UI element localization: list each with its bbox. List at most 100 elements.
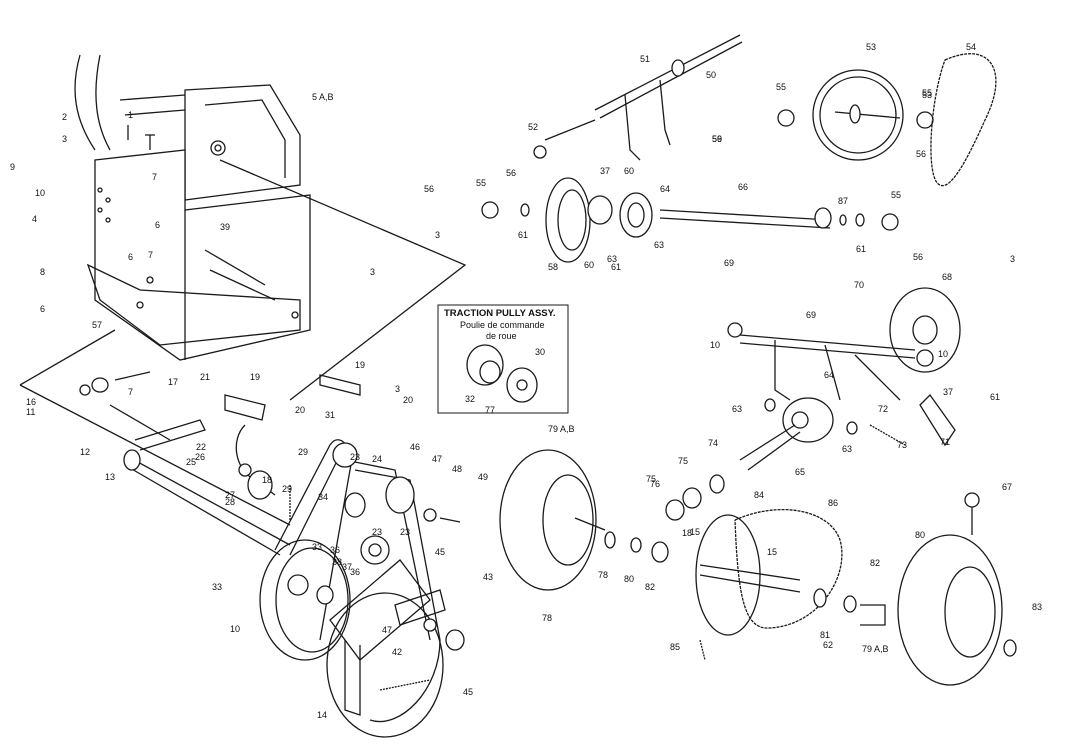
callout-6: 6	[155, 220, 160, 230]
callout-3: 3	[435, 230, 440, 240]
callout-23: 23	[372, 527, 382, 537]
callout-8: 8	[40, 267, 45, 277]
callout-29: 29	[298, 447, 308, 457]
callout-56: 56	[506, 168, 516, 178]
callout-16: 16	[26, 397, 36, 407]
callout-63: 63	[607, 254, 617, 264]
callout-18: 18	[262, 475, 272, 485]
callout-6: 6	[128, 252, 133, 262]
callout-62: 62	[823, 640, 833, 650]
callout-21: 21	[200, 372, 210, 382]
callout-10: 10	[35, 188, 45, 198]
callout-58: 58	[548, 262, 558, 272]
callout-70: 70	[854, 280, 864, 290]
lower-left-assembly	[79, 371, 361, 556]
callout-52: 52	[528, 122, 538, 132]
callout-1: 1	[128, 110, 133, 120]
callout-48: 48	[452, 464, 462, 474]
callout-23: 23	[350, 452, 360, 462]
callout-55: 55	[776, 82, 786, 92]
callout-73: 73	[897, 440, 907, 450]
callout-79ab: 79 A,B	[862, 644, 889, 654]
callout-19: 19	[250, 372, 260, 382]
callout-64: 64	[824, 370, 834, 380]
callout-20: 20	[403, 395, 413, 405]
callout-54: 54	[966, 42, 976, 52]
callout-20: 20	[295, 405, 305, 415]
callout-56: 56	[712, 134, 722, 144]
callout-56: 56	[424, 184, 434, 194]
callout-5ab: 5 A,B	[312, 92, 334, 102]
callout-61: 61	[518, 230, 528, 240]
callout-53: 53	[922, 90, 932, 100]
callout-51: 51	[640, 54, 650, 64]
callout-7: 7	[148, 250, 153, 260]
inset-subtitle-line1: Poulie de commande	[460, 320, 545, 330]
callout-59: 59	[712, 134, 722, 144]
callout-84: 84	[754, 490, 764, 500]
callout-13: 13	[105, 472, 115, 482]
callout-18: 18	[682, 528, 692, 538]
callout-80: 80	[624, 574, 634, 584]
callout-10: 10	[710, 340, 720, 350]
wheel-drive-assembly	[499, 449, 1017, 686]
callout-37: 37	[600, 166, 610, 176]
callout-71: 71	[940, 437, 950, 447]
callout-3: 3	[1010, 254, 1015, 264]
callout-69: 69	[806, 310, 816, 320]
callout-22: 22	[196, 442, 206, 452]
callout-76: 76	[650, 479, 660, 489]
callout-63: 63	[842, 444, 852, 454]
callout-55: 55	[922, 88, 932, 98]
callout-23: 23	[400, 527, 410, 537]
inset-callout-30: 30	[535, 347, 545, 357]
inset-title: TRACTION PULLY ASSY.	[444, 308, 556, 319]
callout-3: 3	[62, 134, 67, 144]
callout-31: 31	[325, 410, 335, 420]
inset-subtitle-line2: de roue	[486, 331, 517, 341]
callout-37: 37	[342, 562, 352, 572]
callout-39: 39	[220, 222, 230, 232]
callout-61: 61	[856, 244, 866, 254]
callout-11: 11	[26, 407, 35, 417]
callout-86: 86	[828, 498, 838, 508]
callout-37: 37	[943, 387, 953, 397]
callout-69: 69	[724, 258, 734, 268]
upper-shaft-assembly	[533, 34, 997, 187]
callout-7: 7	[152, 172, 157, 182]
callout-66: 66	[738, 182, 748, 192]
callout-47: 47	[382, 625, 392, 635]
callout-55: 55	[476, 178, 486, 188]
callout-38: 38	[332, 557, 342, 567]
callout-74: 74	[708, 438, 718, 448]
callout-10: 10	[938, 349, 948, 359]
callout-56: 56	[916, 149, 926, 159]
callout-12: 12	[80, 447, 90, 457]
callout-55: 55	[891, 190, 901, 200]
callout-29: 29	[282, 484, 292, 494]
callout-34: 34	[318, 492, 328, 502]
callout-33: 33	[212, 582, 222, 592]
callout-79ab: 79 A,B	[548, 424, 575, 434]
callout-56: 56	[913, 252, 923, 262]
callout-82: 82	[645, 582, 655, 592]
inset-callout-32: 32	[465, 394, 475, 404]
callout-85: 85	[670, 642, 680, 652]
callout-60: 60	[584, 260, 594, 270]
callout-15: 15	[767, 547, 777, 557]
callout-82: 82	[870, 558, 880, 568]
callout-3: 3	[395, 384, 400, 394]
callout-57: 57	[92, 320, 102, 330]
callout-63: 63	[732, 404, 742, 414]
callout-6: 6	[40, 304, 45, 314]
callout-26: 26	[195, 452, 205, 462]
callout-36: 36	[330, 545, 340, 555]
callout-80: 80	[915, 530, 925, 540]
callout-4: 4	[32, 214, 37, 224]
callout-53: 53	[866, 42, 876, 52]
callout-72: 72	[878, 404, 888, 414]
callout-61: 61	[611, 262, 621, 272]
callout-87: 87	[838, 196, 848, 206]
callout-60: 60	[624, 166, 634, 176]
